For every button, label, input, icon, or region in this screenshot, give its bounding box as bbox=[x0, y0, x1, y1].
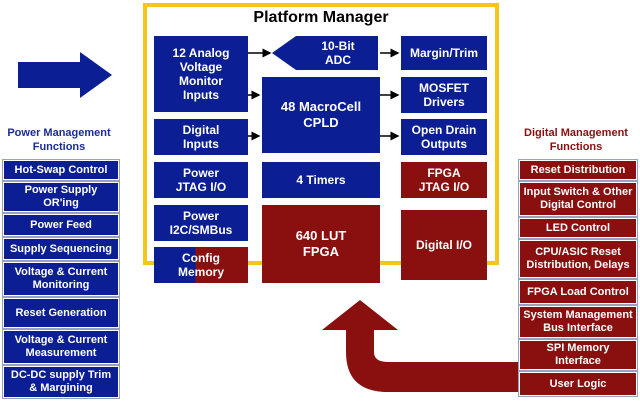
digital-function-item: Reset Distribution bbox=[518, 159, 638, 181]
cpld-block: 48 MacroCell CPLD bbox=[262, 77, 380, 153]
mosfet-drivers-block: MOSFET Drivers bbox=[401, 77, 487, 113]
config-memory-block: Config Memory bbox=[177, 251, 224, 279]
digital-function-item: Input Switch & Other Digital Control bbox=[518, 181, 638, 217]
digital-function-item: System Management Bus Interface bbox=[518, 305, 638, 339]
power-management-title: Power Management Functions bbox=[7, 127, 111, 153]
fpga-jtag-block: FPGA JTAG I/O bbox=[401, 162, 487, 198]
power-i2c-block: Power I2C/SMBus bbox=[154, 205, 248, 241]
power-function-item: Voltage & Current Monitoring bbox=[2, 261, 120, 297]
digital-function-item: LED Control bbox=[518, 217, 638, 239]
curved-up-arrow-icon bbox=[322, 300, 518, 392]
power-function-item: DC-DC supply Trim & Margining bbox=[2, 365, 120, 399]
power-function-item: Supply Sequencing bbox=[2, 237, 120, 261]
open-drain-outputs-block: Open Drain Outputs bbox=[401, 119, 487, 155]
digital-function-item: User Logic bbox=[518, 371, 638, 397]
timers-block: 4 Timers bbox=[262, 162, 380, 198]
digital-function-item: CPU/ASIC Reset Distribution, Delays bbox=[518, 239, 638, 279]
power-jtag-block: Power JTAG I/O bbox=[154, 162, 248, 198]
margin-trim-block: Margin/Trim bbox=[401, 36, 487, 70]
power-function-item: Reset Generation bbox=[2, 297, 120, 329]
power-function-item: Power Feed bbox=[2, 213, 120, 237]
digital-io-block: Digital I/O bbox=[401, 210, 487, 280]
config-memory-bg bbox=[154, 247, 248, 283]
digital-function-item: SPI Memory Interface bbox=[518, 339, 638, 371]
power-function-item: Power Supply OR'ing bbox=[2, 181, 120, 213]
fpga-lut-block: 640 LUT FPGA bbox=[262, 205, 380, 283]
power-function-item: Hot-Swap Control bbox=[2, 159, 120, 181]
platform-manager-title: Platform Manager bbox=[253, 9, 389, 26]
adc-label: 10-Bit ADC bbox=[321, 39, 355, 67]
analog-inputs-block: 12 Analog Voltage Monitor Inputs bbox=[154, 36, 248, 112]
digital-management-title: Digital Management Functions bbox=[524, 127, 628, 153]
right-arrow-icon bbox=[18, 52, 112, 98]
power-function-item: Voltage & Current Measurement bbox=[2, 329, 120, 365]
digital-inputs-block: Digital Inputs bbox=[154, 119, 248, 155]
digital-function-item: FPGA Load Control bbox=[518, 279, 638, 305]
